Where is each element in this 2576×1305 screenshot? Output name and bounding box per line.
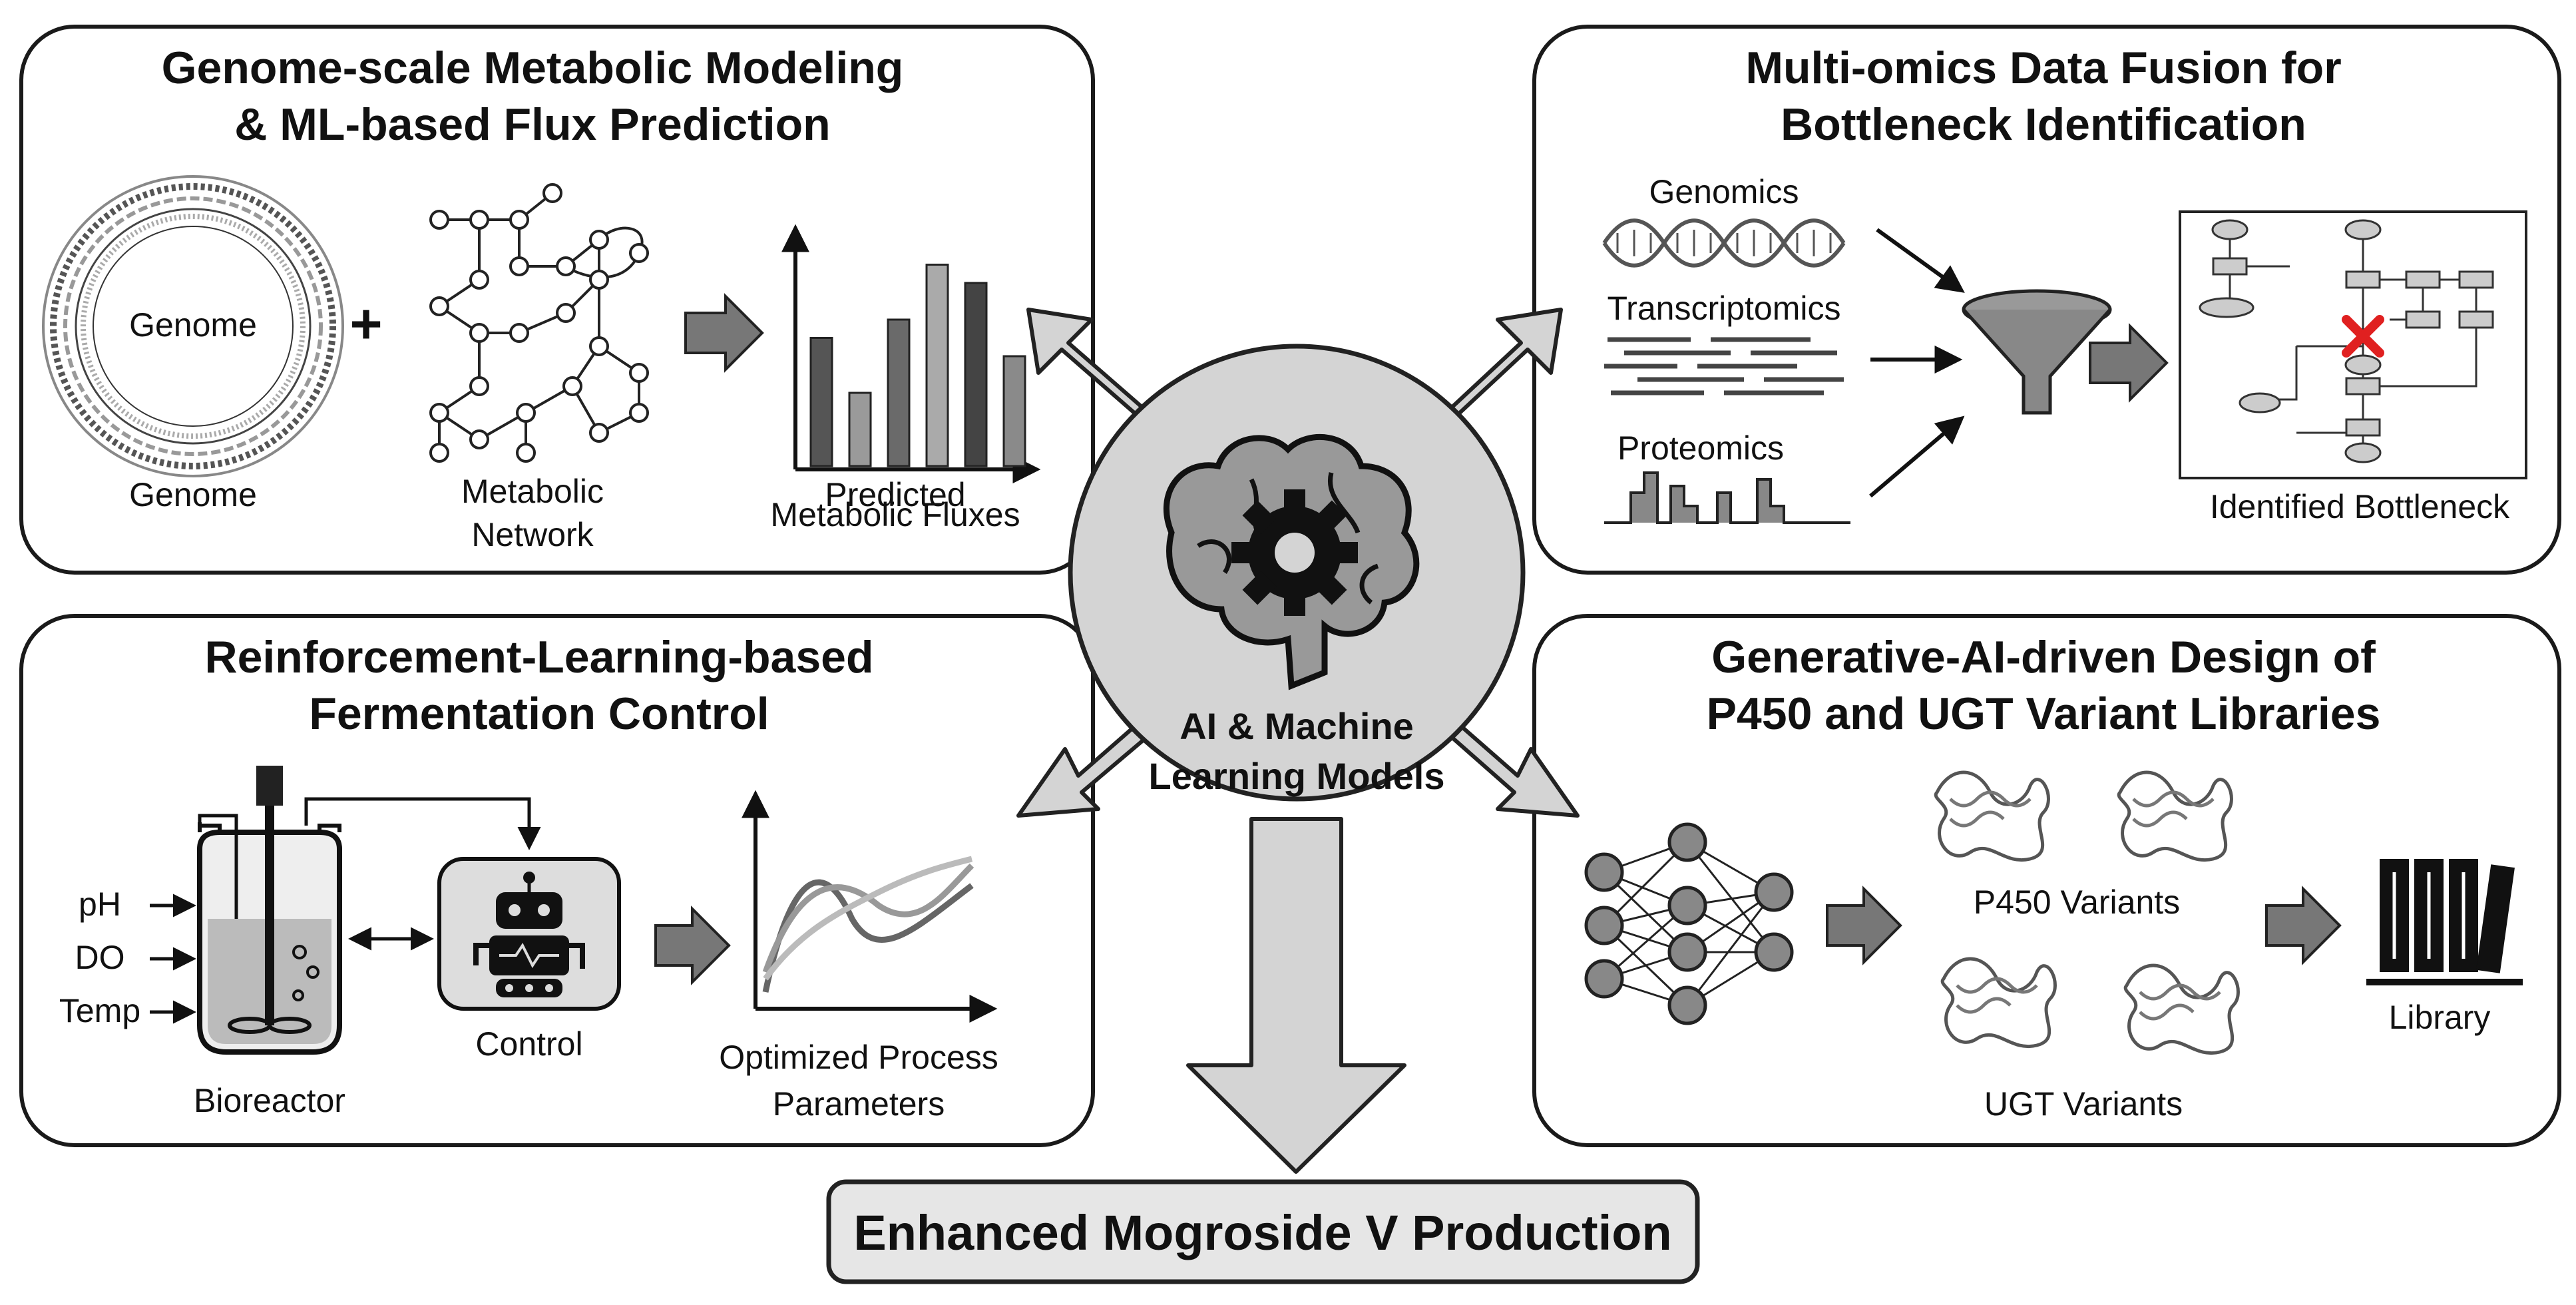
funnel-icon <box>1962 289 2112 415</box>
panel-rl-title-line2: Fermentation Control <box>309 688 769 739</box>
flux-bar-5 <box>964 282 988 467</box>
params-caption-line1: Optimized Process <box>719 1039 998 1076</box>
ugt-caption: UGT Variants <box>1984 1085 2183 1123</box>
protein-structure-icons <box>1934 770 2240 1055</box>
proteomics-peaks-icon <box>1604 471 1850 524</box>
hub-label-line1: AI & Machine <box>1180 705 1414 747</box>
library-caption: Library <box>2389 999 2491 1036</box>
panel-rl: Reinforcement-Learning-based Fermentatio… <box>19 614 1095 1147</box>
panel-genai: Generative-AI-driven Design of P450 and … <box>1532 614 2561 1147</box>
input-do-label: DO <box>75 939 125 976</box>
panel-genai-frame <box>1532 614 2561 1147</box>
panel-gsm: Genome-scale Metabolic Modeling & ML-bas… <box>19 25 1095 575</box>
genomics-label: Genomics <box>1649 173 1799 210</box>
brain-gear-icon <box>1163 433 1420 690</box>
robot-control-icon <box>437 857 621 1011</box>
bottleneck-caption: Identified Bottleneck <box>2210 488 2510 525</box>
input-ph-label: pH <box>79 886 121 923</box>
genome-inner-label: Genome <box>129 306 257 344</box>
library-books-icon <box>2366 859 2523 985</box>
panel-gsm-title-line1: Genome-scale Metabolic Modeling <box>162 43 904 93</box>
input-temp-label: Temp <box>59 992 140 1029</box>
genome-map-icon <box>42 175 344 477</box>
gsm-flow-arrow <box>684 293 764 373</box>
process-curves-chart <box>742 790 998 1023</box>
panel-omics-title-line2: Bottleneck Identification <box>1781 99 2306 150</box>
flux-bar-chart <box>781 224 1041 483</box>
network-nodes <box>429 183 649 463</box>
control-caption: Control <box>475 1025 582 1063</box>
hub-arrows <box>1016 308 1580 1174</box>
panel-genai-title-line1: Generative-AI-driven Design of <box>1711 632 2376 682</box>
arrow-to-result <box>1186 817 1406 1174</box>
proteomics-label: Proteomics <box>1617 429 1784 467</box>
neural-network-icon <box>1584 822 1794 1025</box>
panel-rl-title-line1: Reinforcement-Learning-based <box>204 632 873 682</box>
panel-gsm-title-line2: & ML-based Flux Prediction <box>234 99 830 150</box>
flux-caption-line1: Predicted <box>825 476 965 513</box>
bioreactor-icon <box>197 766 342 1055</box>
flux-bar-2 <box>848 392 872 467</box>
proteomics-arrow <box>1869 415 1965 498</box>
dna-icon <box>1602 218 1846 268</box>
flux-bar-6 <box>1002 355 1026 467</box>
flux-bars <box>809 264 1026 467</box>
p450-caption: P450 Variants <box>1974 884 2180 921</box>
network-caption-line2: Network <box>471 516 594 553</box>
plus-sign: + <box>349 292 382 355</box>
library-flow-arrow <box>2265 886 2342 965</box>
panel-omics: Multi-omics Data Fusion for Bottleneck I… <box>1532 25 2561 575</box>
network-caption-line1: Metabolic <box>461 473 604 510</box>
genomics-arrow <box>1876 228 1965 293</box>
flux-caption-line2: Metabolic Fluxes <box>770 496 1020 533</box>
genome-caption: Genome <box>129 476 257 513</box>
omics-flow-arrow <box>2089 323 2169 403</box>
flux-bar-4 <box>925 264 949 467</box>
bioreactor-caption: Bioreactor <box>194 1082 345 1119</box>
pathway-bottleneck-map <box>2179 210 2527 479</box>
transcript-reads-icon <box>1604 337 1844 395</box>
panel-genai-title-line2: P450 and UGT Variant Libraries <box>1707 688 2381 739</box>
result-label: Enhanced Mogroside V Production <box>853 1205 1671 1260</box>
feedback-arrow <box>304 797 541 850</box>
transcriptomics-label: Transcriptomics <box>1608 290 1841 327</box>
hub-label-line2: Learning Models <box>1149 755 1445 797</box>
panel-omics-title-line1: Multi-omics Data Fusion for <box>1745 43 2341 93</box>
rl-flow-arrow <box>654 906 731 985</box>
flux-bar-3 <box>887 318 911 467</box>
genai-flow-arrow <box>1826 886 1902 965</box>
inhibit-x-icon <box>2342 315 2384 358</box>
flux-bar-1 <box>809 337 833 467</box>
result-box <box>826 1179 1700 1284</box>
params-caption-line2: Parameters <box>773 1085 945 1123</box>
